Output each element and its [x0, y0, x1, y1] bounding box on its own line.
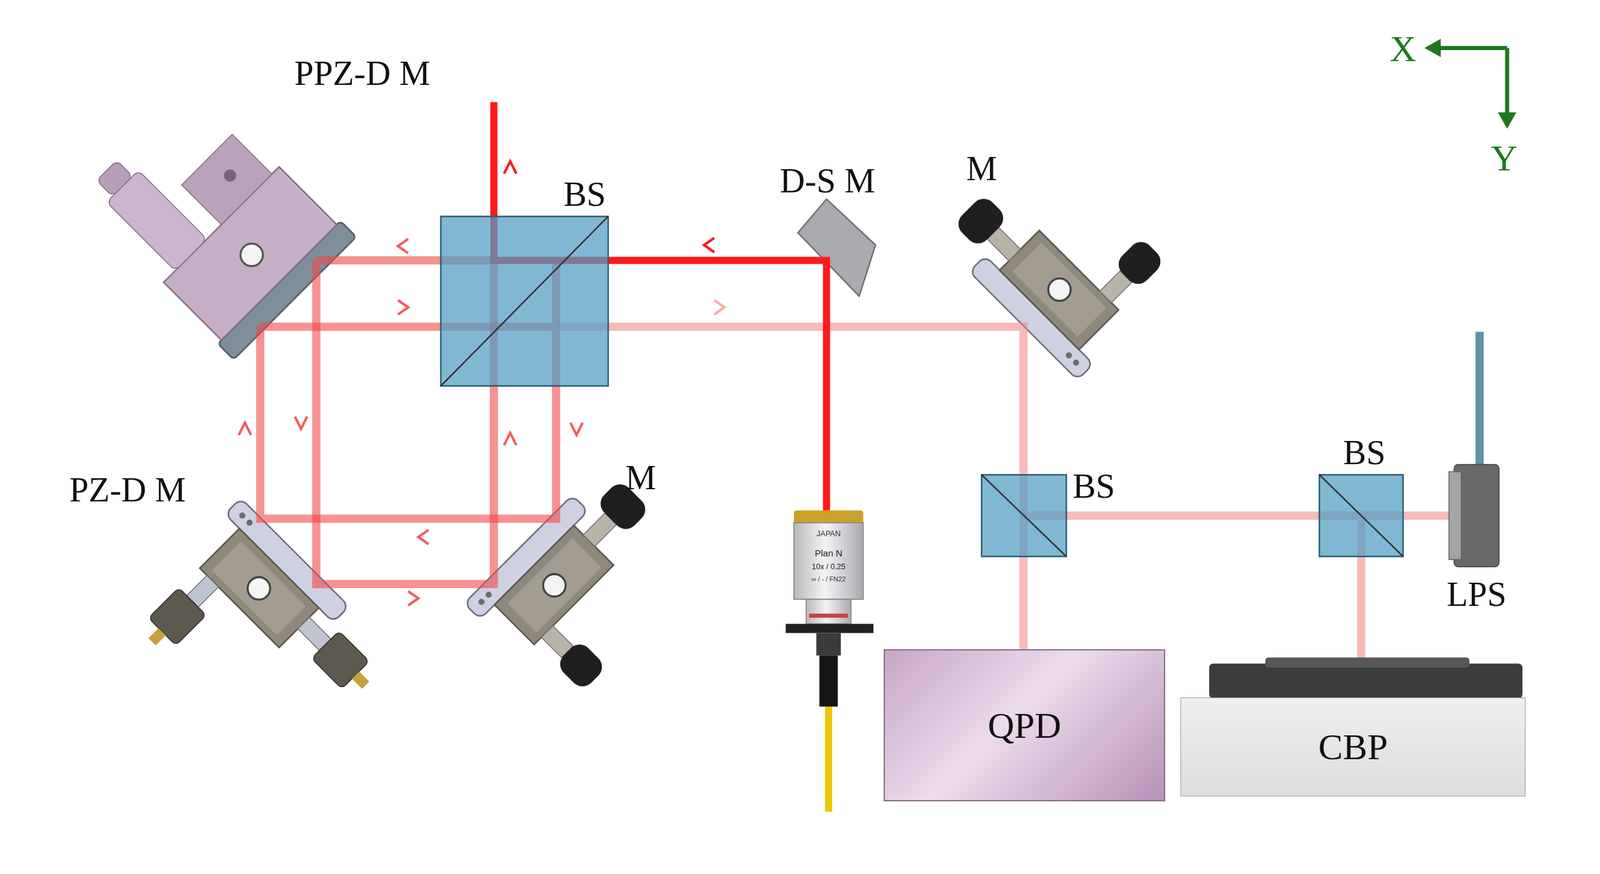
beam-arrow [704, 238, 715, 253]
mirror-mount [937, 136, 1181, 380]
mirror-mount [464, 463, 708, 707]
objective-ring [809, 613, 848, 619]
axis-line [1430, 48, 1508, 121]
part-label: M [966, 150, 998, 186]
objective-flange [785, 623, 874, 633]
lps-face [1449, 471, 1462, 560]
axis-label: X [1389, 30, 1417, 68]
beam-arrow [570, 422, 583, 435]
beam-arrow [503, 161, 517, 174]
beam-arrow [714, 299, 725, 314]
axis-arrowhead [1424, 39, 1442, 58]
beam-splitter-cube [981, 474, 1067, 557]
output-beam [556, 326, 1024, 650]
pz-d-mirror-mount [124, 498, 397, 771]
part-label: M [625, 460, 657, 496]
stage-plate [1265, 657, 1470, 669]
beam-arrow [398, 238, 409, 253]
objective-body [793, 522, 864, 600]
beam-splitter-diagonal [1319, 474, 1403, 557]
beam-splitter-diagonal [981, 474, 1067, 557]
objective-marking: Plan N [814, 549, 843, 559]
part-label: D-S M [779, 163, 876, 198]
objective-nose [806, 599, 852, 624]
axis-arrowhead [1498, 112, 1517, 129]
stage-box: CBP [1180, 697, 1526, 797]
d-shaped-mirror [798, 199, 876, 297]
beam-arrow [238, 422, 251, 435]
part-label: PZ-D M [69, 472, 186, 508]
beam-arrow [418, 530, 429, 545]
box-label: CBP [1318, 726, 1389, 768]
beam-arrow [398, 299, 409, 314]
detector-box: QPD [883, 649, 1166, 802]
beam-splitter-cube [440, 216, 609, 386]
beam-arrow [503, 432, 517, 446]
part-label: BS [563, 176, 606, 212]
lps-cable [1475, 331, 1484, 470]
fiber-connector [819, 655, 838, 707]
beam-arrow [294, 416, 308, 429]
box-label: QPD [987, 705, 1061, 746]
fiber-connector [816, 632, 841, 656]
part-label: PPZ-D M [294, 56, 431, 91]
objective-marking: 10x / 0.25 [811, 563, 846, 571]
beam-splitter-cube [1319, 474, 1403, 557]
objective-marking: JAPAN [816, 530, 841, 539]
beam-arrow [407, 591, 419, 606]
objective-marking: ∞ / - / FN22 [811, 575, 846, 582]
part-label: BS [1342, 434, 1386, 470]
optical-fiber [825, 704, 833, 812]
stage-plate [1209, 663, 1523, 699]
part-label: LPS [1446, 577, 1507, 612]
axis-label: Y [1490, 139, 1517, 177]
part-label: BS [1072, 468, 1115, 504]
beam-splitter-diagonal [440, 216, 609, 386]
